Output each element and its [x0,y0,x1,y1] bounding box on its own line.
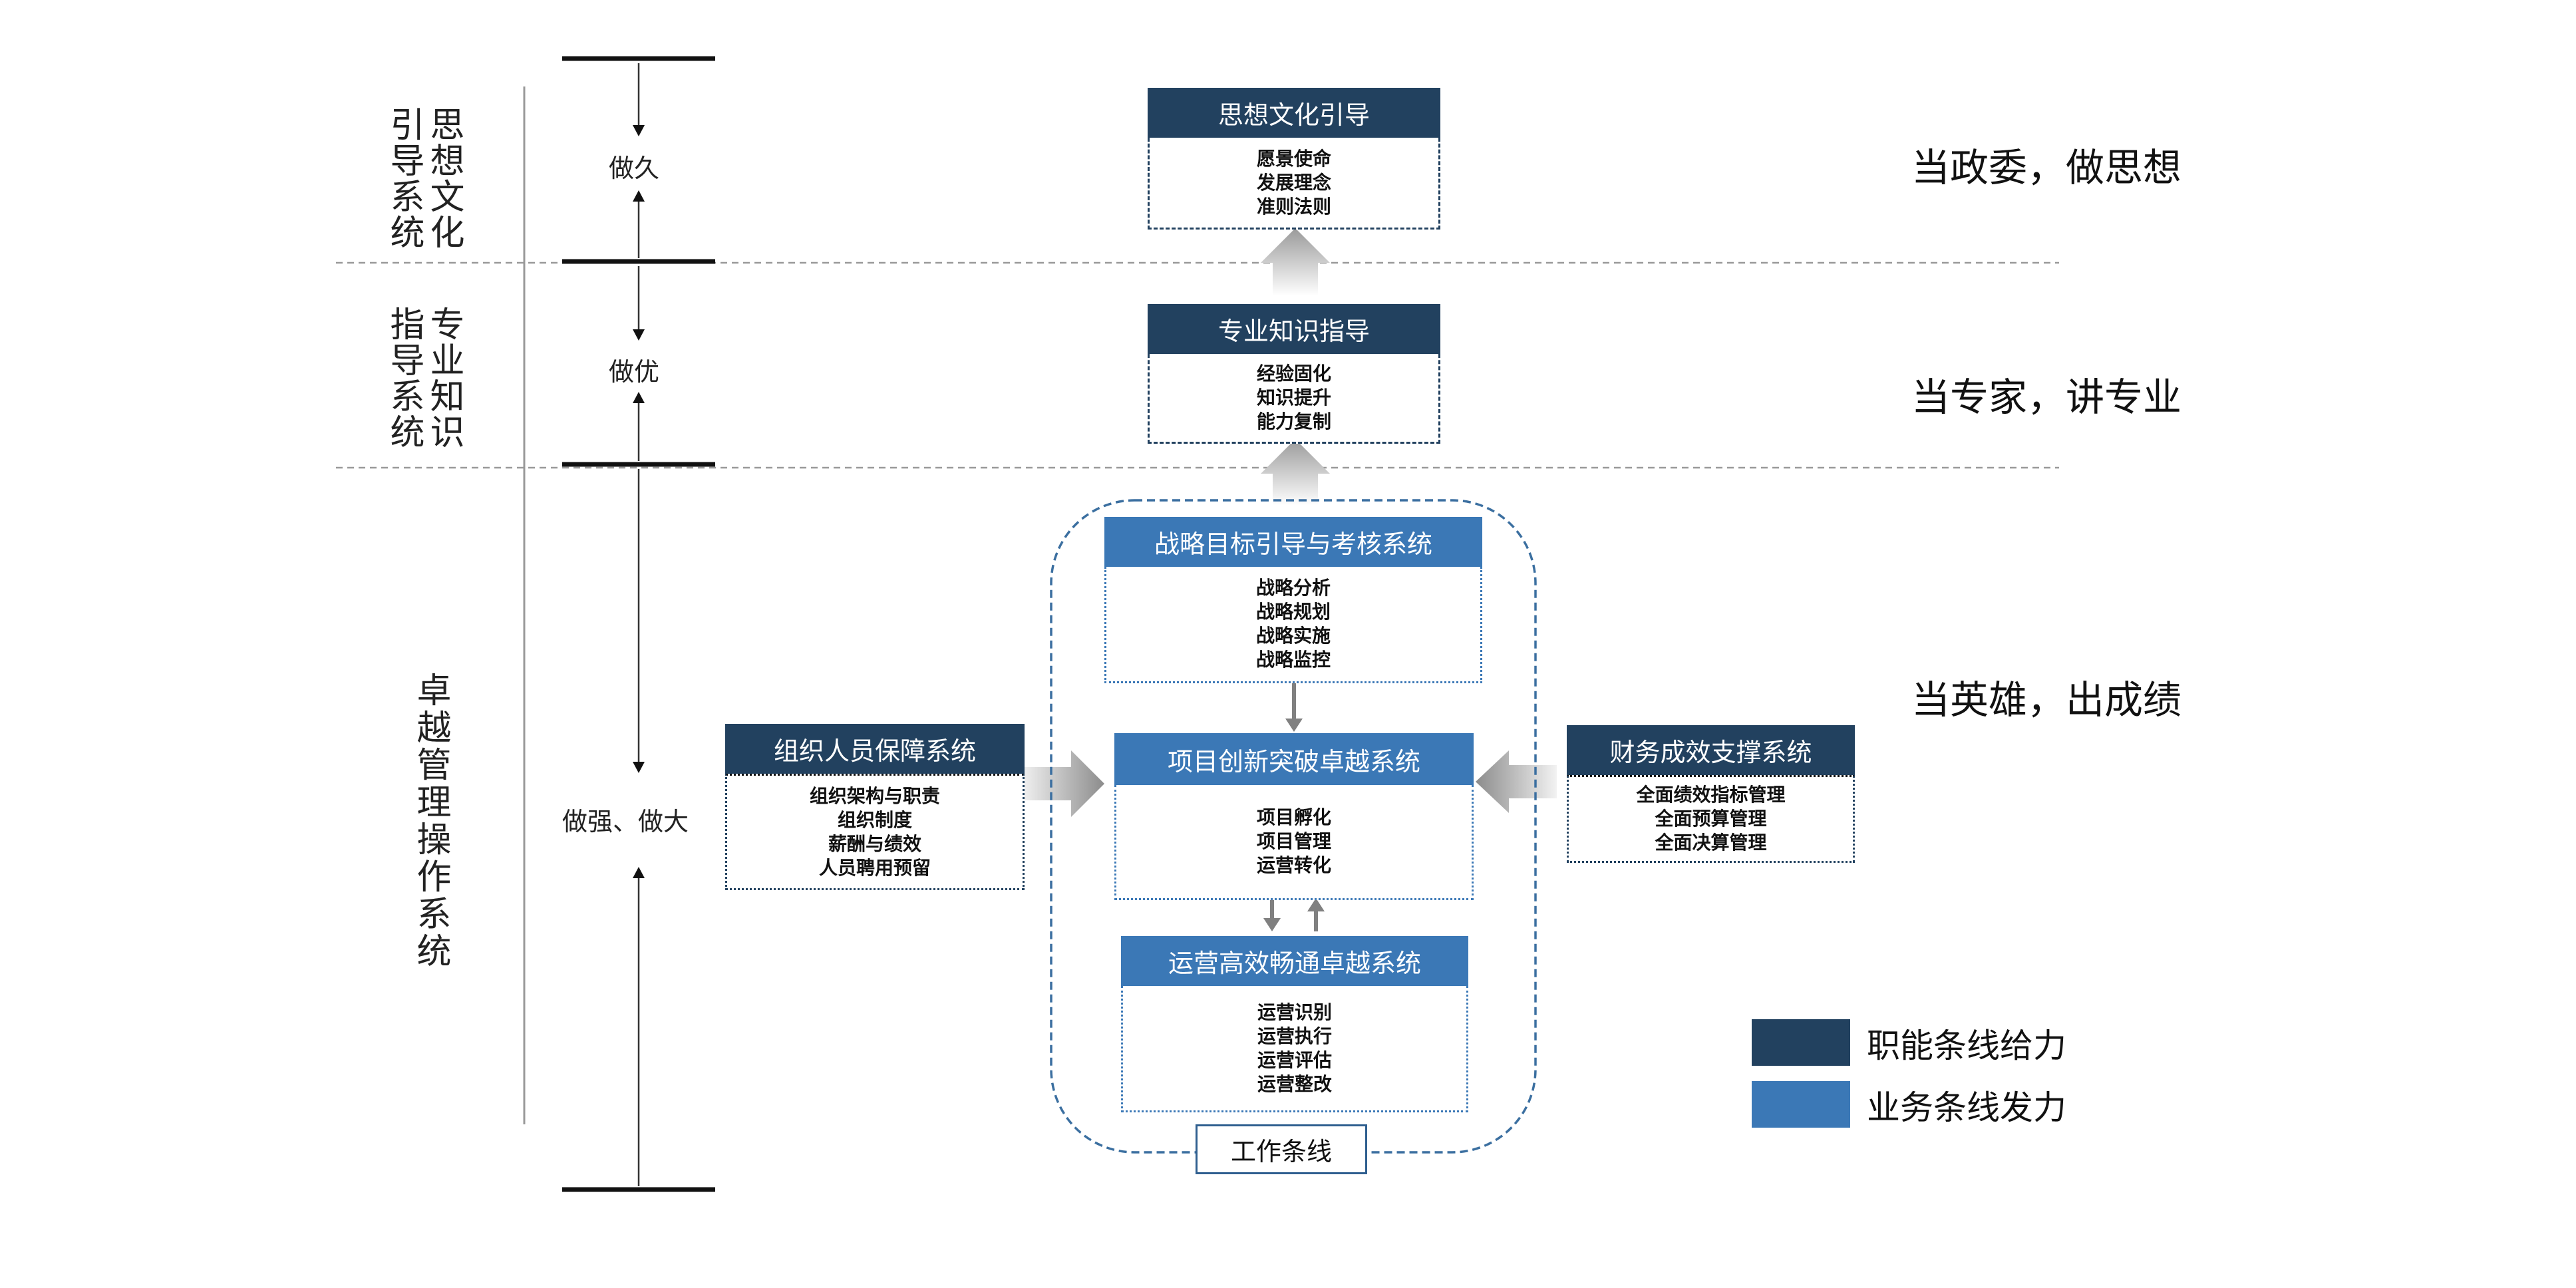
arrow-down-icon [633,762,645,773]
finance-support-items: 全面绩效指标管理 全面预算管理 全面决算管理 [1567,775,1855,863]
gradient-up-arrow [1261,439,1330,506]
operations-system-items: 运营识别 运营执行 运营评估 运营整改 [1121,986,1468,1112]
legend-label-business: 业务条线发力 [1867,1088,2066,1127]
slogan-operation: 当英雄，出成绩 [1911,677,2182,723]
list-item: 战略监控 [1255,649,1331,671]
category-knowledge-line2: 指导系统 [384,306,424,450]
category-culture-label: 思想文化引导系统 [384,106,464,253]
culture-guidance-items: 愿景使命 发展理念 准则法则 [1148,138,1440,230]
knowledge-guidance-box: 专业知识指导 经验固化 知识提升 能力复制 [1148,304,1440,444]
knowledge-guidance-title: 专业知识指导 [1148,304,1440,354]
work-line-label: 工作条线 [1196,1124,1367,1174]
strategy-system-items: 战略分析 战略规划 战略实施 战略监控 [1104,567,1482,683]
work-line-container [1050,499,1537,1154]
category-culture-line1: 思想文化 [424,106,464,250]
slogan-culture: 当政委，做思想 [1911,145,2182,190]
list-item: 运营整改 [1257,1072,1332,1095]
operations-system-title: 运营高效畅通卓越系统 [1121,936,1468,986]
arrow-up-icon [1307,898,1325,911]
legend-swatch-business [1752,1081,1850,1128]
arrow-down-icon [633,329,645,341]
culture-guidance-title: 思想文化引导 [1148,88,1440,138]
list-item: 人员聘用预留 [818,856,931,879]
arrow-down-icon [1285,719,1303,732]
list-item: 全面绩效指标管理 [1636,784,1786,806]
category-knowledge-line1: 专业知识 [424,306,464,450]
list-item: 准则法则 [1256,195,1331,218]
list-item: 战略分析 [1255,577,1331,599]
level-label-middle: 做优 [607,349,661,391]
strategy-system-box: 战略目标引导与考核系统 战略分析 战略规划 战略实施 战略监控 [1104,517,1482,683]
org-personnel-items: 组织架构与职责 组织制度 薪酬与绩效 人员聘用预留 [725,774,1025,890]
arrow-down-icon [633,125,645,136]
category-culture-line2: 引导系统 [384,106,424,250]
list-item: 战略实施 [1255,625,1331,647]
gradient-left-arrow [1476,750,1557,813]
project-system-items: 项目孵化 项目管理 运营转化 [1114,785,1474,900]
operations-system-box: 运营高效畅通卓越系统 运营识别 运营执行 运营评估 运营整改 [1121,936,1468,1112]
list-item: 战略规划 [1255,601,1331,623]
legend-label-functional: 职能条线给力 [1867,1027,2066,1065]
list-item: 运营转化 [1256,854,1331,876]
culture-guidance-box: 思想文化引导 愿景使命 发展理念 准则法则 [1148,88,1440,230]
arrow-down-icon [1263,918,1281,931]
gradient-right-arrow [1021,750,1104,817]
finance-support-title: 财务成效支撑系统 [1567,725,1855,775]
list-item: 经验固化 [1256,363,1331,385]
list-item: 薪酬与绩效 [828,832,921,855]
arrow-up-icon [633,867,645,878]
category-knowledge-label: 专业知识指导系统 [384,306,464,452]
list-item: 运营识别 [1257,1001,1332,1023]
gradient-up-arrow [1261,228,1330,296]
list-item: 项目孵化 [1256,806,1331,828]
project-system-box: 项目创新突破卓越系统 项目孵化 项目管理 运营转化 [1114,733,1474,900]
list-item: 知识提升 [1256,387,1331,408]
list-item: 全面决算管理 [1655,832,1767,854]
list-item: 项目管理 [1256,830,1331,852]
list-item: 全面预算管理 [1655,808,1767,830]
finance-support-box: 财务成效支撑系统 全面绩效指标管理 全面预算管理 全面决算管理 [1567,725,1855,863]
org-personnel-box: 组织人员保障系统 组织架构与职责 组织制度 薪酬与绩效 人员聘用预留 [725,724,1025,890]
slogan-knowledge: 当专家，讲专业 [1911,375,2182,420]
list-item: 愿景使命 [1256,147,1331,170]
arrow-up-icon [633,190,645,202]
list-item: 运营执行 [1257,1025,1332,1047]
list-item: 组织制度 [837,808,912,831]
list-item: 发展理念 [1256,171,1331,194]
list-item: 组织架构与职责 [809,784,940,807]
category-operation-label: 卓越管理操作系统 [410,672,450,970]
strategy-system-title: 战略目标引导与考核系统 [1104,517,1482,567]
org-personnel-title: 组织人员保障系统 [725,724,1025,774]
level-label-top: 做久 [607,145,661,187]
list-item: 运营评估 [1257,1048,1332,1071]
project-system-title: 项目创新突破卓越系统 [1114,733,1474,785]
list-item: 能力复制 [1256,410,1331,432]
legend-swatch-functional [1752,1019,1850,1066]
level-label-bottom: 做强、做大 [561,798,691,840]
arrow-up-icon [633,392,645,403]
knowledge-guidance-items: 经验固化 知识提升 能力复制 [1148,354,1440,444]
